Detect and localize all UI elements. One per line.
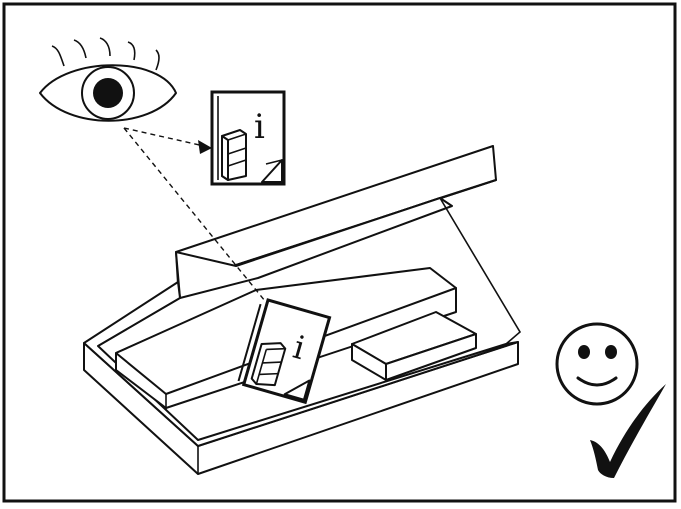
eye-icon xyxy=(39,37,177,122)
instruction-booklet-in-box: i xyxy=(237,298,332,405)
smiley-face-icon xyxy=(555,322,639,406)
info-symbol: i xyxy=(254,107,265,147)
shelf-unit-icon xyxy=(221,129,247,181)
arrowhead-icon xyxy=(198,140,212,154)
sight-line-to-box xyxy=(123,127,275,313)
checkmark-icon xyxy=(590,384,666,478)
shelf-unit-icon xyxy=(250,342,287,387)
open-box xyxy=(83,145,522,475)
sight-line-to-booklet xyxy=(123,127,205,147)
instruction-booklet: i xyxy=(210,90,286,186)
